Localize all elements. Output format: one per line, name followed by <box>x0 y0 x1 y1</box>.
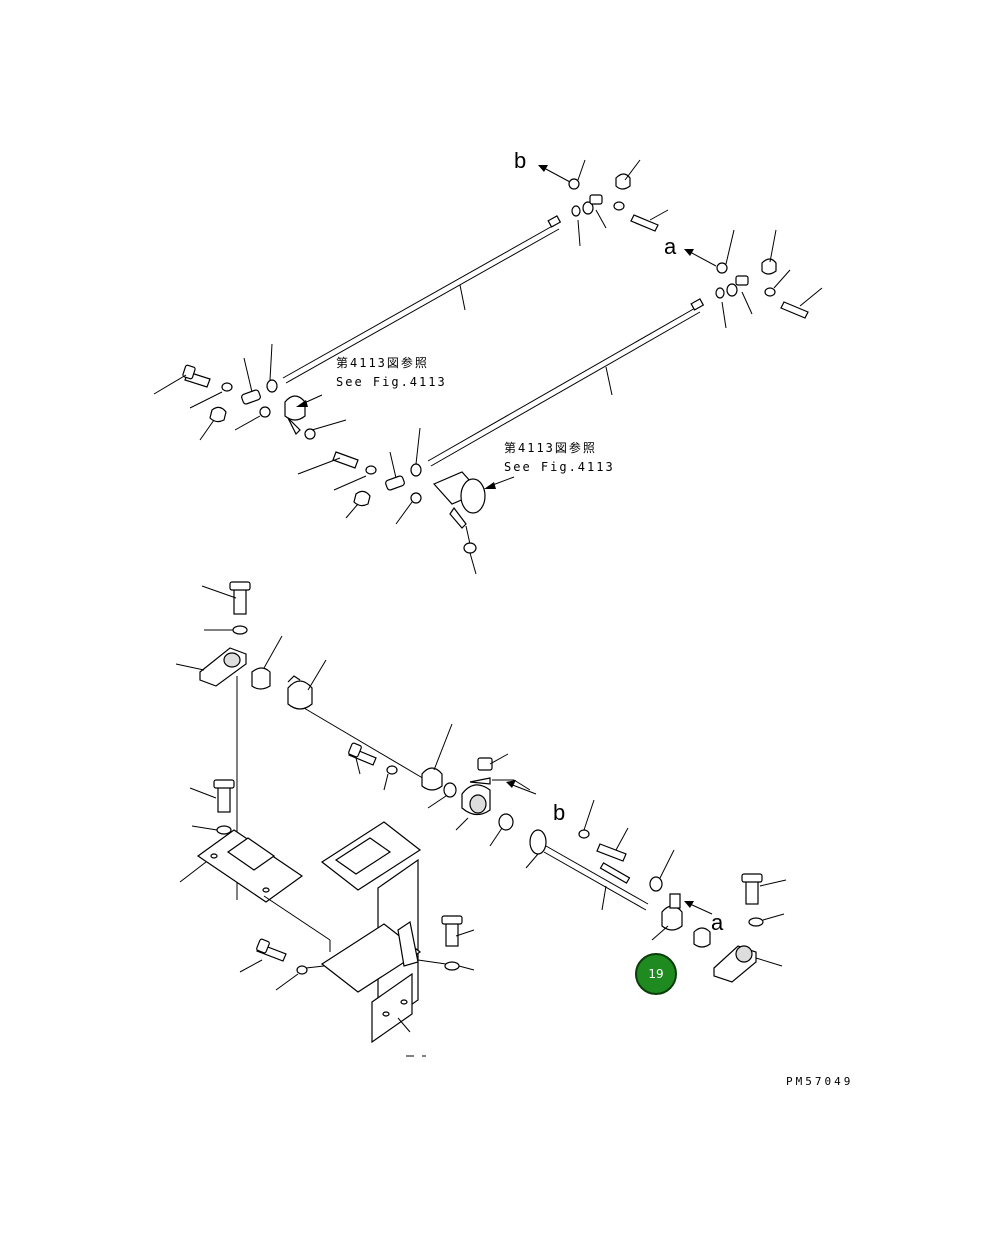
reference-jp-1: 第4113図参照 <box>336 355 429 370</box>
lower-shaft-assembly <box>175 581 787 1057</box>
arrow-label-a-top: a <box>664 234 677 259</box>
callout-badge[interactable] <box>635 953 677 995</box>
reference-en-1: See Fig.4113 <box>336 375 447 389</box>
arrow-label-a-bottom: a <box>711 910 724 935</box>
document-id: PM57049 <box>786 1075 853 1088</box>
reference-note-2: 第4113図参照 See Fig.4113 <box>504 440 615 474</box>
callout-19[interactable]: 19 <box>635 953 677 995</box>
callout-number[interactable]: 19 <box>648 967 663 981</box>
upper-rod-assembly <box>153 159 823 575</box>
arrow-label-b-mid: b <box>553 800 565 825</box>
arrow-label-b-top: b <box>514 148 526 173</box>
reference-en-2: See Fig.4113 <box>504 460 615 474</box>
reference-jp-2: 第4113図参照 <box>504 440 597 455</box>
reference-note-1: 第4113図参照 See Fig.4113 <box>336 355 447 389</box>
